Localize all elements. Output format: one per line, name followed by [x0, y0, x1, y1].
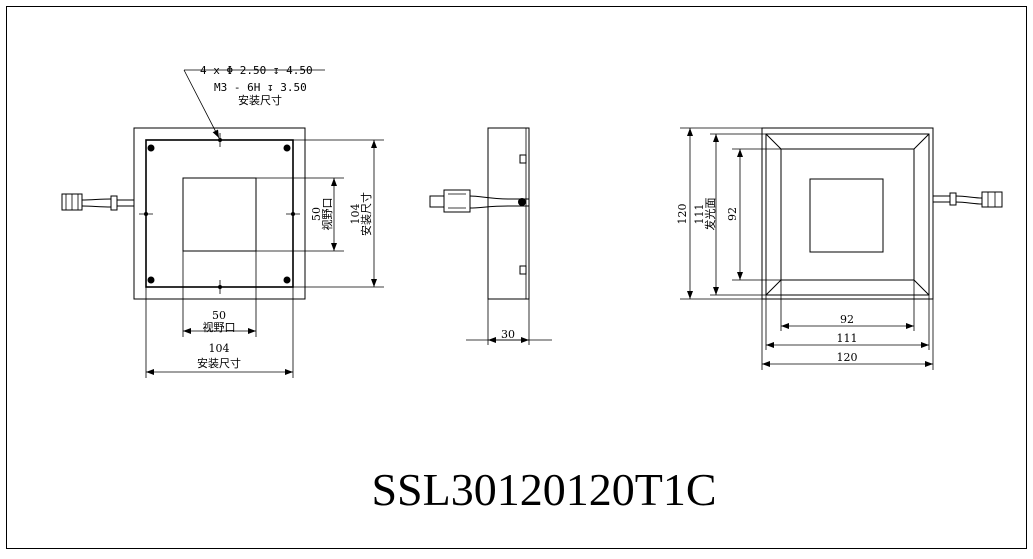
- dim-depth-value: 30: [501, 328, 515, 341]
- front-view: 4 x Φ 2.50 ↧ 4.50 M3 - 6H ↧ 3.50 安装尺寸 50…: [61, 64, 384, 378]
- model-name: SSL30120120T1C: [371, 464, 716, 515]
- dim-inner-w-value: 92: [840, 313, 854, 326]
- front-cable-icon: [61, 193, 134, 211]
- back-emit-inner: [780, 148, 915, 281]
- corner-screw-icon: [283, 144, 291, 152]
- mount-hole-bottom-icon: [213, 280, 227, 294]
- back-viewing-window: [809, 178, 884, 253]
- corner-screw-icon: [147, 144, 155, 152]
- dim-mount-h-label: 安装尺寸: [359, 192, 373, 236]
- hole-note-leader: [183, 69, 325, 138]
- dim-window-h-value: 50: [310, 207, 323, 221]
- dim-inner-h-value: 92: [726, 207, 739, 221]
- side-housing: [487, 127, 530, 300]
- mount-hole-top-icon: [213, 133, 227, 147]
- dim-window-w-value: 50: [212, 309, 226, 322]
- front-viewing-window: [182, 177, 257, 252]
- back-cable-icon: [933, 191, 1003, 208]
- mount-hole-left-icon: [139, 207, 153, 221]
- side-cable-icon: [429, 189, 529, 213]
- bevel-lines: [765, 133, 930, 296]
- dim-window-h-label: 视野口: [320, 198, 334, 231]
- front-mount-square: [145, 139, 294, 288]
- dim-emit-w-value: 111: [837, 332, 858, 345]
- corner-screw-icon: [147, 276, 155, 284]
- back-housing: [761, 127, 934, 300]
- dim-emit-h-label: 发光面: [703, 198, 717, 231]
- drawing-border: [6, 6, 1027, 549]
- back-view: 120 111 发光面 92 92 111 120: [676, 127, 1003, 370]
- dim-mount-w-value: 104: [209, 342, 230, 355]
- dim-total-h-value: 120: [676, 204, 689, 225]
- side-view: 30: [429, 127, 552, 345]
- dim-mount-h-value: 104: [349, 204, 362, 225]
- hole-note-line3: 安装尺寸: [238, 93, 282, 107]
- corner-screw-icon: [283, 276, 291, 284]
- dim-total-w-value: 120: [837, 351, 858, 364]
- hole-note-line1: 4 x Φ 2.50 ↧ 4.50: [200, 64, 313, 77]
- front-housing: [133, 127, 306, 300]
- hole-note-line2: M3 - 6H ↧ 3.50: [214, 81, 307, 94]
- dim-mount-w-label: 安装尺寸: [197, 356, 241, 370]
- dim-emit-h-value: 111: [693, 204, 706, 225]
- back-emit-outer: [765, 133, 930, 296]
- mount-hole-right-icon: [286, 207, 300, 221]
- dim-window-w-label: 视野口: [203, 320, 236, 334]
